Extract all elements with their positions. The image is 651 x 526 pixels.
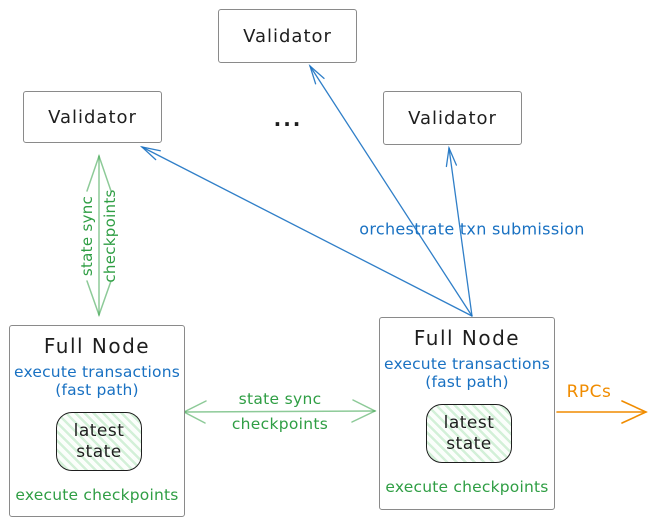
arrow-rpcs <box>556 400 648 424</box>
latest-state-line1: latest <box>73 420 125 441</box>
latest-state-line2: state <box>446 433 492 454</box>
state-sync-checkpoints-label-horizontal: state sync checkpoints <box>232 387 328 437</box>
validator-node-top: Validator <box>218 9 357 63</box>
state-sync-label-line2: checkpoints <box>231 415 329 433</box>
orchestrate-txn-submission-label: orchestrate txn submission <box>359 219 585 239</box>
state-sync-label-line1: state sync <box>78 195 96 277</box>
fast-path-label: (fast path) <box>425 373 509 391</box>
arrow-orchestrate-to-left-validator <box>139 145 473 317</box>
rpcs-label: RPCs <box>566 382 612 402</box>
validators-ellipsis: ... <box>273 107 303 132</box>
execute-checkpoints-label: execute checkpoints <box>385 478 549 496</box>
full-node-right: Full Node execute transactions (fast pat… <box>379 317 555 510</box>
execute-checkpoints-label: execute checkpoints <box>15 486 179 504</box>
validator-label: Validator <box>48 106 137 128</box>
validator-label: Validator <box>243 25 332 47</box>
latest-state-box: latest state <box>426 404 512 463</box>
latest-state-line2: state <box>76 441 122 462</box>
validator-node-right: Validator <box>383 91 522 145</box>
full-node-left: Full Node execute transactions (fast pat… <box>9 325 185 517</box>
arrow-orchestrate-to-top-validator <box>308 63 473 317</box>
validator-label: Validator <box>408 107 497 129</box>
fast-path-label: (fast path) <box>55 381 139 399</box>
execute-transactions-label: execute transactions <box>13 363 181 381</box>
latest-state-box: latest state <box>56 412 142 471</box>
state-sync-label-line2: checkpoints <box>101 189 119 283</box>
arrow-state-sync-left <box>86 153 112 318</box>
validator-node-left: Validator <box>23 91 162 143</box>
arrow-orchestrate-to-right-validator <box>445 145 473 317</box>
full-node-title: Full Node <box>413 326 521 350</box>
latest-state-line1: latest <box>443 412 495 433</box>
execute-transactions-label: execute transactions <box>383 355 551 373</box>
full-node-title: Full Node <box>43 334 151 358</box>
state-sync-label-line1: state sync <box>238 390 322 408</box>
state-sync-checkpoints-label-vertical: state sync checkpoints <box>76 189 122 282</box>
